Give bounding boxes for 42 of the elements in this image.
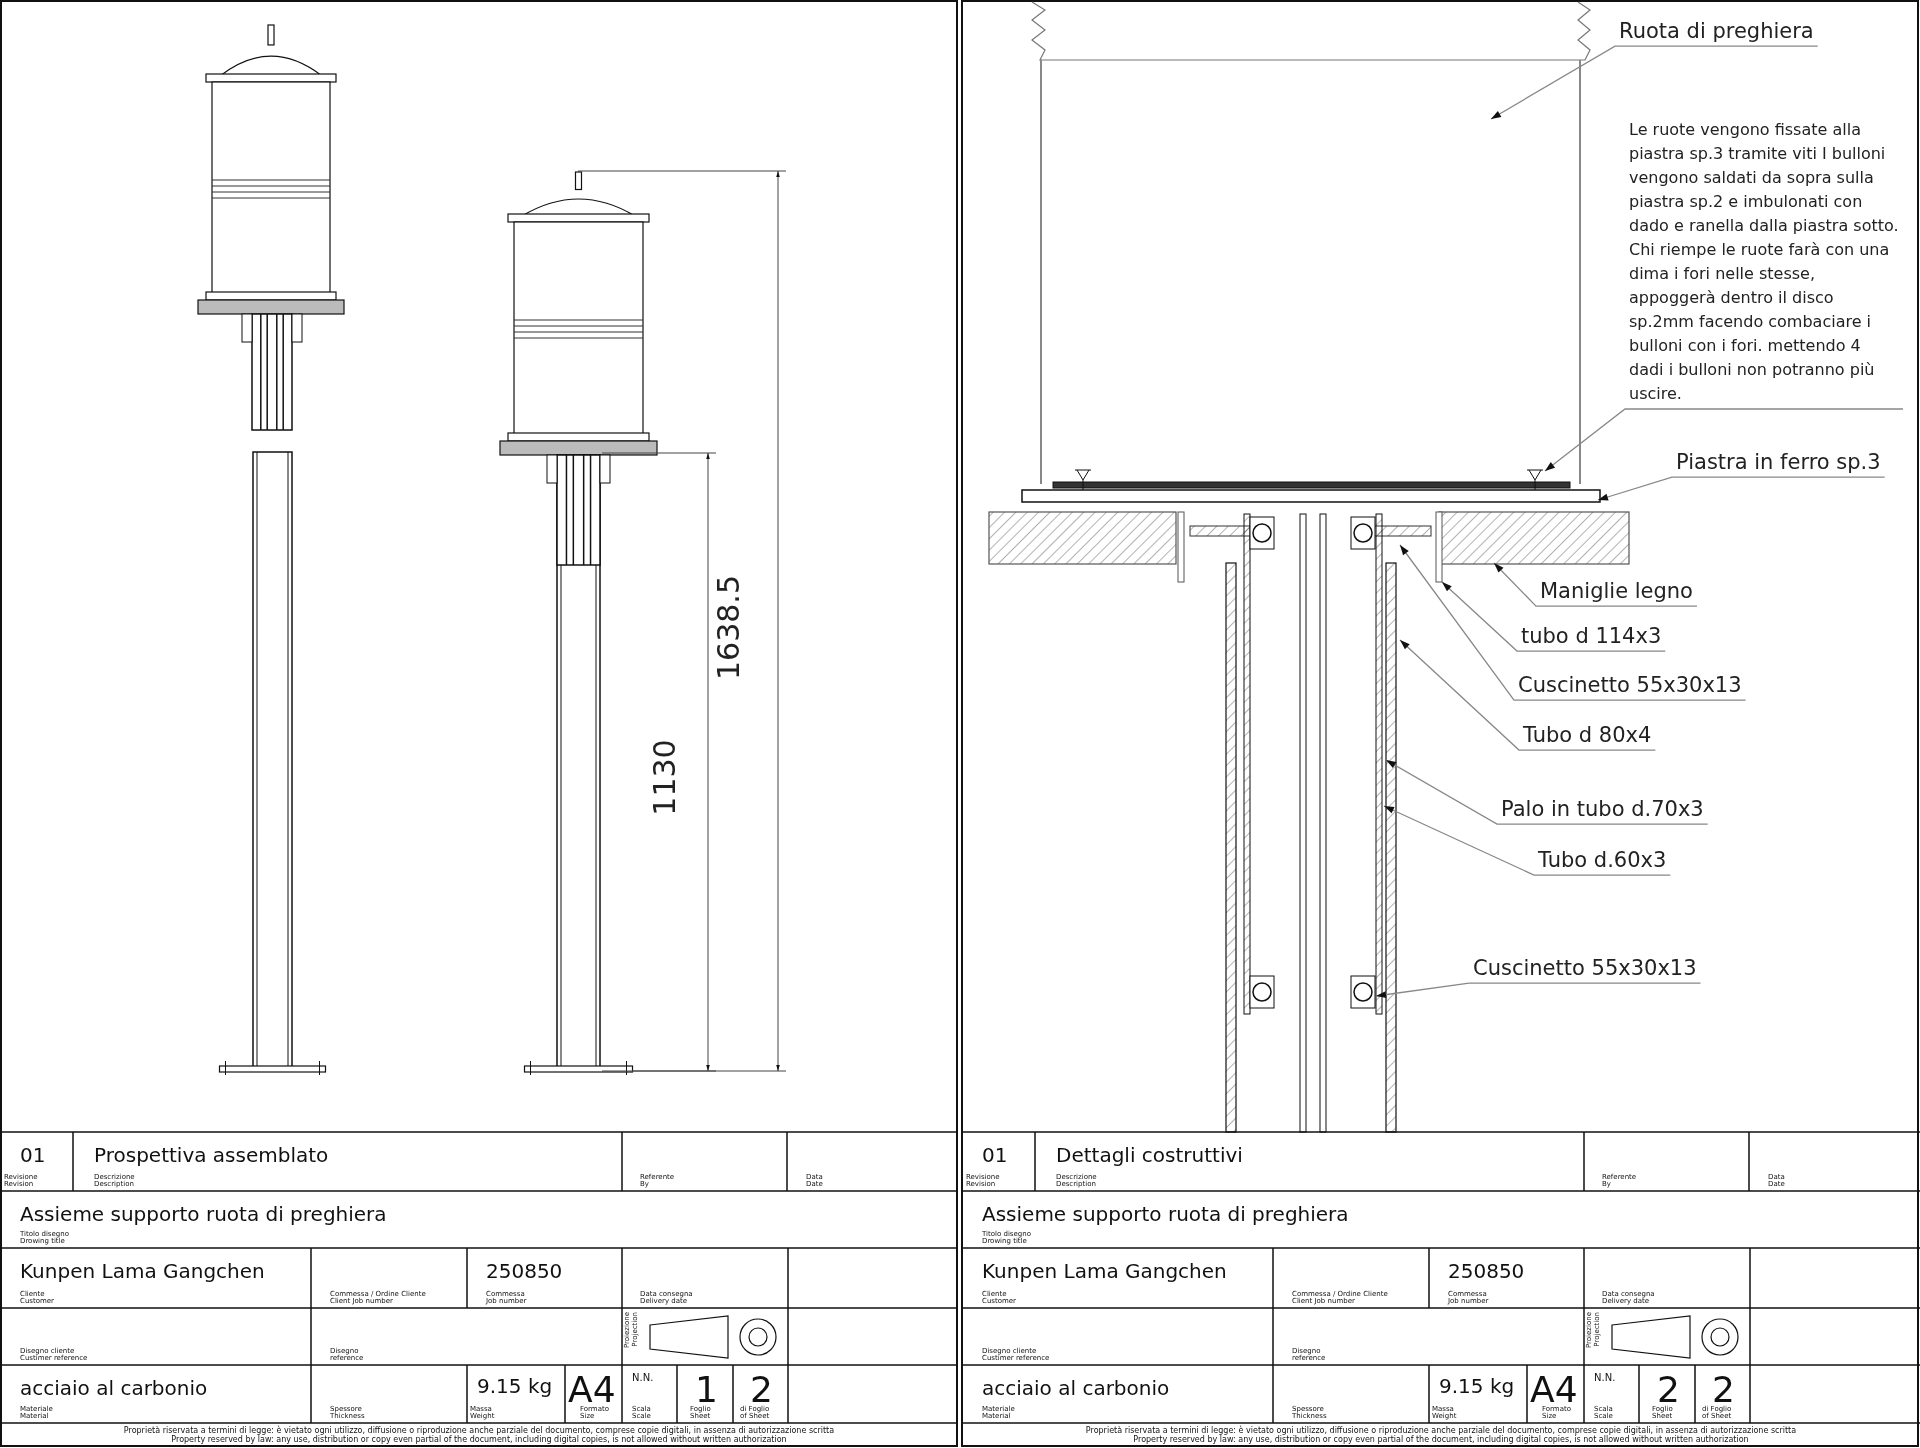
copyright-notice: Property reserved by law: any use, distribution or copy even partial of the document, including digital copies, is not allowed without written authorization [1132,1435,1750,1444]
material-text: acciaio al carbonio [982,1377,1170,1400]
callout-label: Tubo d 80x4 [1519,724,1656,751]
dimension-value: 1638.5 [711,575,746,680]
callout-label: Palo in tubo d.70x3 [1497,798,1708,825]
job-number: 250850 [486,1260,563,1283]
drawing-title: Assieme supporto ruota di preghiera [20,1203,387,1226]
copyright-notice: Property reserved by law: any use, distribution or copy even partial of the document, including digital copies, is not allowed without written authorization [170,1435,788,1444]
mass-value: 9.15 kg [1439,1375,1515,1398]
copyright-notice: Proprietà riservata a termini di legge: è vietato ogni utilizzo, diffusione o riproduzione anche parziale del documento, comprese copie digitali, in assenza di autorizzazione scritta [122,1426,836,1435]
callout-label: Cuscinetto 55x30x13 [1514,674,1746,701]
leader-line [1399,544,1747,701]
leader-line [1383,805,1671,876]
note-text: Le ruote vengono fissate alla piastra sp.3 tramite viti I bulloni vengono saldati da sopra sulla piastra sp.2 e imbulonati con dado e ranella dalla piastra sotto. Chi riempe le ruote farà con una dima i fori nelle stesse, appoggerà dentro il disco sp.2mm facendo combaciare i bulloni con i fori. mettendo 4 dadi i bulloni non potranno più uscire. [1625,118,1903,409]
callout-label: Ruota di preghiera [1615,20,1818,47]
material-text: acciaio al carbonio [20,1377,208,1400]
callout-label: tubo d 114x3 [1517,625,1666,652]
copyright-notice: Proprietà riservata a termini di legge: è vietato ogni utilizzo, diffusione o riproduzione anche parziale del documento, comprese copie digitali, in assenza di autorizzazione scritta [1084,1426,1798,1435]
drawing-title: Assieme supporto ruota di preghiera [982,1203,1349,1226]
description-text: Prospettiva assemblato [94,1144,329,1167]
job-number: 250850 [1448,1260,1525,1283]
customer-name: Kunpen Lama Gangchen [982,1260,1227,1283]
description-text: Dettagli costruttivi [1056,1144,1243,1167]
scale-value: N.N. [632,1372,654,1384]
callout-label: Maniglie legno [1536,580,1697,607]
customer-name: Kunpen Lama Gangchen [20,1260,265,1283]
dimension-value: 1130 [646,739,682,816]
leader-line [1544,408,1904,472]
callout-label: Cuscinetto 55x30x13 [1469,957,1701,984]
leader-line [1441,581,1666,652]
callout-label: Piastra in ferro sp.3 [1672,451,1885,478]
revision-number: 01 [20,1144,46,1167]
leader-line [1490,45,1819,120]
leader-line [1597,476,1886,501]
leader-line [1399,639,1656,751]
revision-number: 01 [982,1144,1008,1167]
scale-value: N.N. [1594,1372,1616,1384]
leader-line [1493,562,1698,607]
leader-line [1375,982,1702,999]
mass-value: 9.15 kg [477,1375,553,1398]
callout-label: Tubo d.60x3 [1534,849,1671,876]
leader-line [1385,759,1709,825]
